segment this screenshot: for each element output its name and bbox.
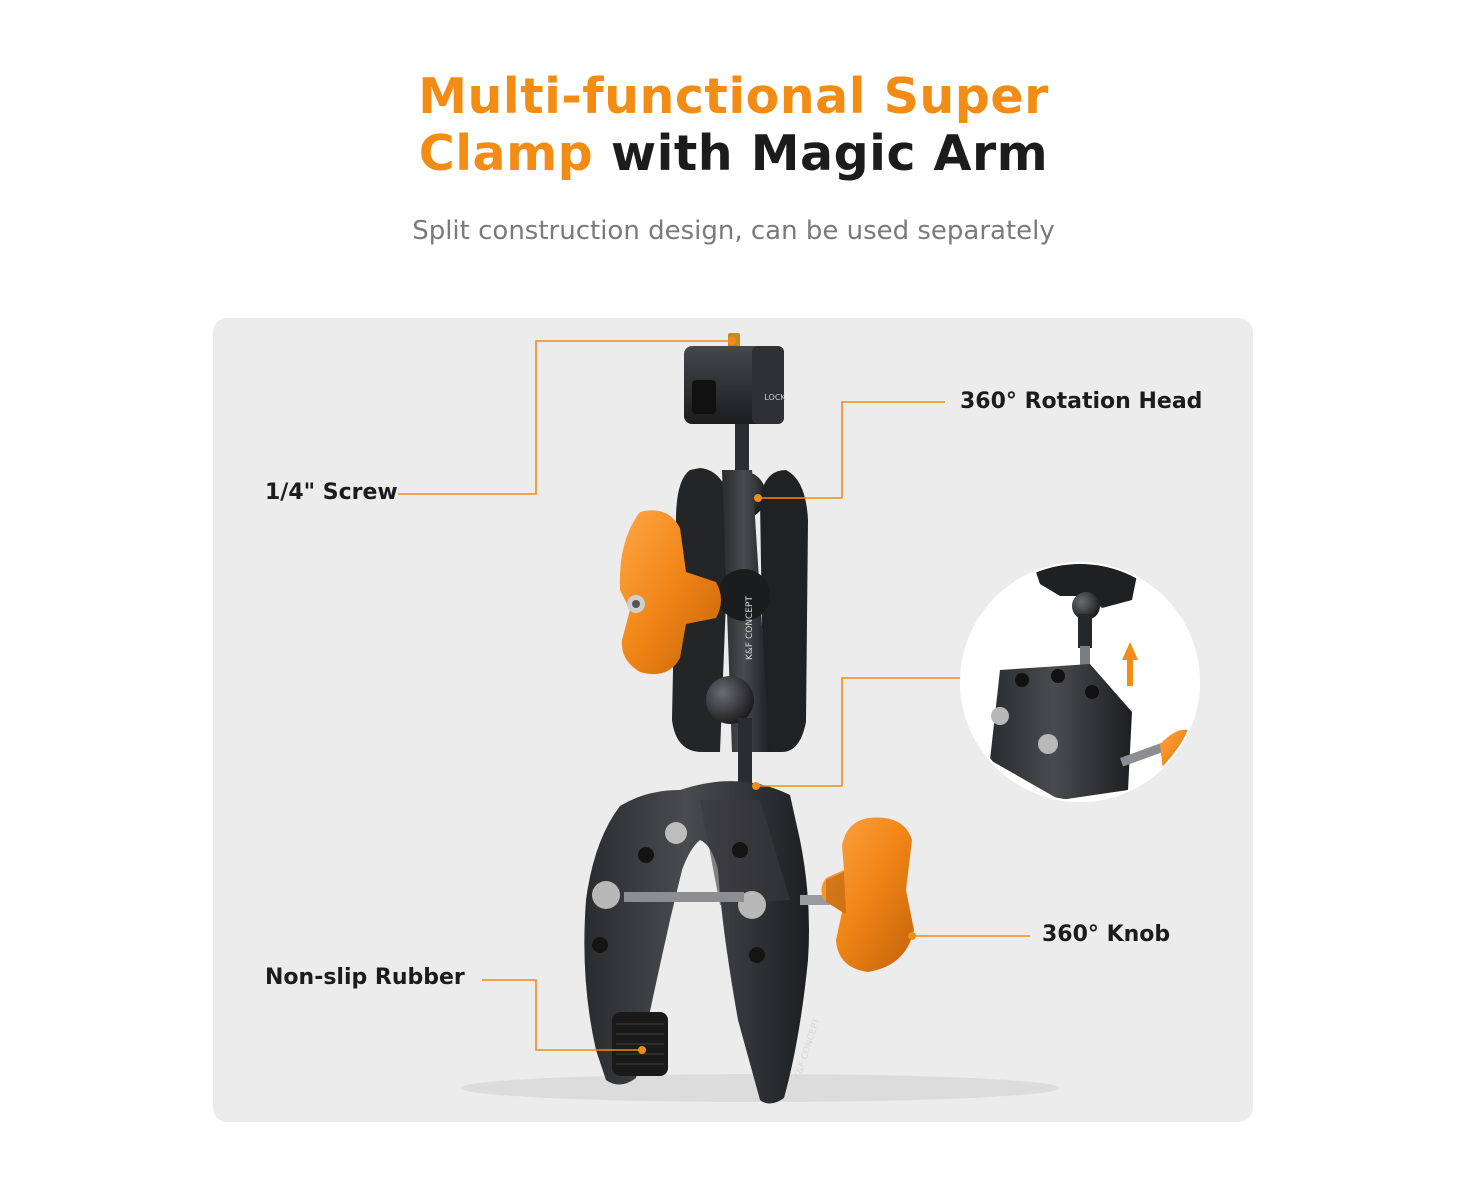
title-line-2: Clamp with Magic Arm: [0, 125, 1467, 182]
callout-rotation-head: 360° Rotation Head: [960, 389, 1203, 414]
arm-brand-mark: K&F CONCEPT: [745, 596, 755, 660]
page-title: Multi-functional Super Clamp with Magic …: [0, 68, 1467, 182]
title-accent-1: Multi-functional Super: [418, 68, 1049, 125]
callout-lines: [398, 337, 1030, 1054]
detail-inset: [960, 562, 1200, 802]
rotation-head-line: [760, 401, 945, 499]
subtitle: Split construction design, can be used s…: [412, 216, 1055, 246]
callout-screw: 1/4" Screw: [265, 480, 398, 505]
title-rest: with Magic Arm: [593, 125, 1049, 182]
title-line-1: Multi-functional Super: [0, 68, 1467, 125]
screw-line: [398, 340, 732, 495]
super-clamp: K&F CONCEPT: [584, 781, 823, 1104]
arm-knob: [619, 510, 721, 675]
lock-mark: LOCK: [764, 393, 786, 402]
magic-arm: K&F CONCEPT: [672, 468, 808, 788]
rubber-line: [482, 979, 640, 1051]
inset-line: [758, 677, 960, 787]
up-arrow-icon: [1122, 642, 1138, 686]
clamp-screw: [592, 881, 620, 909]
callout-knob: 360° Knob: [1042, 922, 1171, 947]
clamp-knob: [800, 817, 914, 972]
title-accent-2: Clamp: [418, 125, 594, 182]
callout-rubber: Non-slip Rubber: [265, 965, 465, 990]
bottom-ball: [706, 676, 754, 724]
